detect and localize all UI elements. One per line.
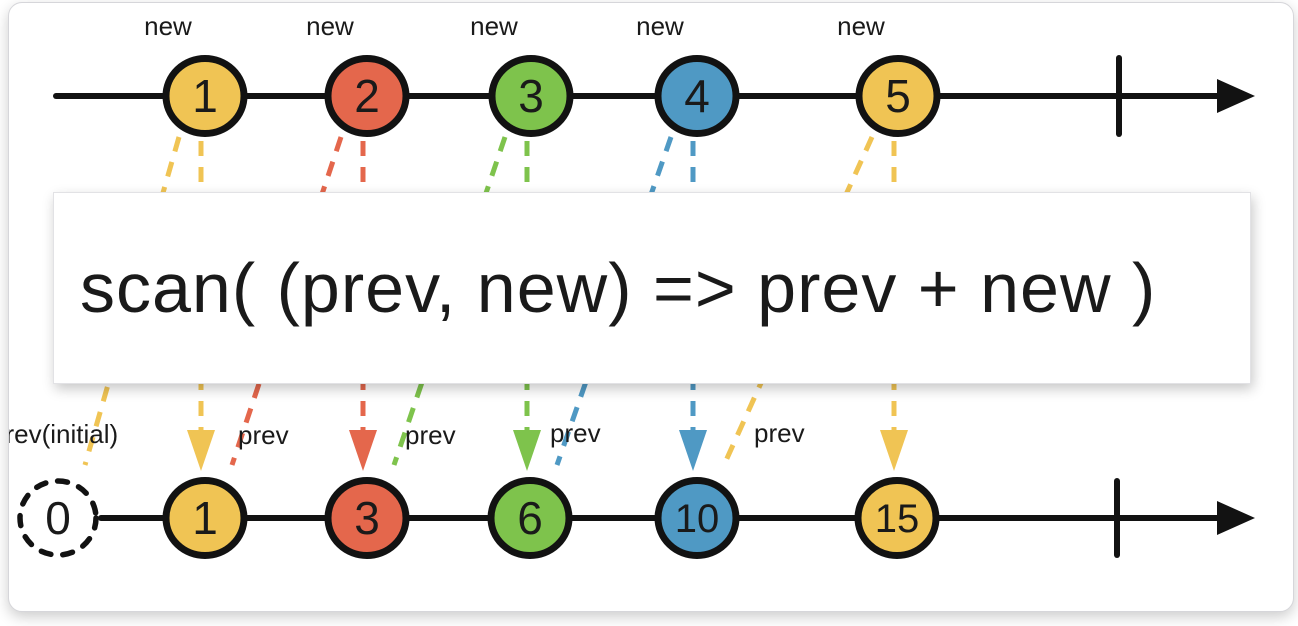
marble-value: 10 [675, 497, 720, 541]
marble-value: 4 [684, 70, 710, 122]
new-label-4: new [636, 11, 684, 41]
source-marble-2: 2 [324, 55, 410, 137]
marble-circle [162, 477, 248, 559]
prev-label-1: prev [238, 420, 289, 450]
marble-value: 5 [885, 70, 911, 122]
prev-initial-label: prev(initial) [9, 419, 118, 449]
new-label-5: new [837, 11, 885, 41]
result-marble-5: 15 [854, 477, 940, 559]
result-marble-2: 3 [324, 477, 410, 559]
marble-value: 3 [518, 70, 544, 122]
new-arrowhead-4 [679, 430, 707, 471]
marble-circle [654, 55, 740, 137]
source-marble-4: 4 [654, 55, 740, 137]
marble-circle [162, 55, 248, 137]
marble-circle [654, 477, 740, 559]
marble-value: 0 [45, 492, 71, 544]
marble-value: 1 [192, 492, 218, 544]
marble-circle [854, 477, 940, 559]
result-initial-marble: 0 [17, 478, 99, 558]
result-marble-3: 6 [487, 477, 573, 559]
marble-value: 15 [875, 497, 920, 541]
result-timeline-arrowhead-icon [1217, 501, 1255, 535]
prev-line-5 [721, 135, 875, 467]
result-timeline: prev(initial) prev prev prev prev 0 1 3 [9, 418, 1255, 559]
prev-line-2 [229, 136, 344, 466]
operator-box: scan( (prev, new) => prev + new ) [53, 192, 1251, 384]
source-timeline: new new new new new 1 2 3 [53, 11, 1255, 137]
marble-circle-dashed [17, 478, 99, 558]
source-marble-5: 5 [855, 55, 941, 137]
marble-circle [324, 477, 410, 559]
prev-label-2: prev [405, 420, 456, 450]
result-marble-4: 10 [654, 477, 740, 559]
prev-line-3 [391, 136, 508, 466]
new-arrowhead-3 [513, 430, 541, 471]
result-marble-1: 1 [162, 477, 248, 559]
marble-value: 1 [192, 70, 218, 122]
new-label-2: new [306, 11, 354, 41]
new-arrowhead-5 [880, 430, 908, 471]
marble-value: 2 [354, 70, 380, 122]
new-label-3: new [470, 11, 518, 41]
operator-expression: scan( (prev, new) => prev + new ) [80, 249, 1157, 327]
marble-circle [324, 55, 410, 137]
source-marble-3: 3 [488, 55, 574, 137]
new-label-1: new [144, 11, 192, 41]
marble-value: 6 [517, 492, 543, 544]
marble-circle [855, 55, 941, 137]
prev-label-3: prev [550, 418, 601, 448]
marble-value: 3 [354, 492, 380, 544]
marble-circle [487, 477, 573, 559]
source-marble-1: 1 [162, 55, 248, 137]
prev-line-4 [554, 136, 674, 466]
prev-label-4: prev [754, 418, 805, 448]
source-timeline-arrowhead-icon [1217, 79, 1255, 113]
marble-circle [488, 55, 574, 137]
new-arrowhead-1 [187, 430, 215, 471]
new-arrowhead-2 [349, 430, 377, 471]
